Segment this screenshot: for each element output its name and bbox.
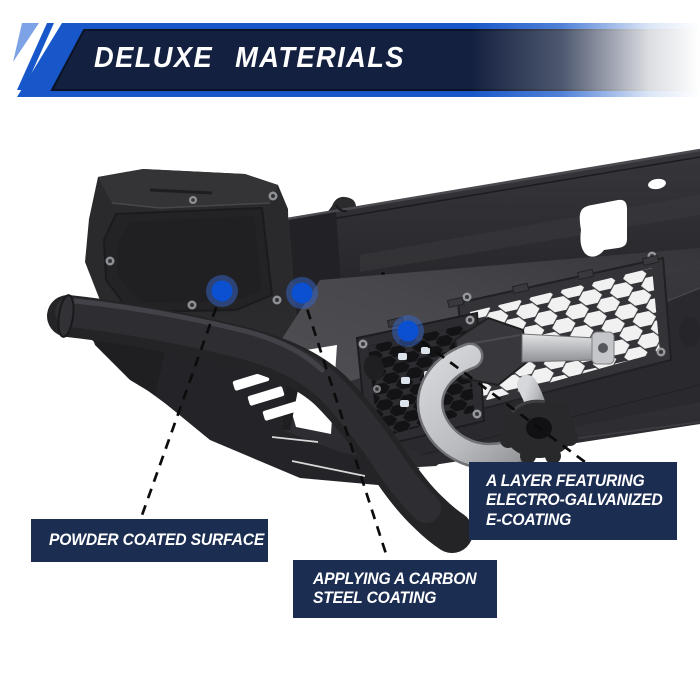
plate-edge-highlight-2 [291,460,366,477]
leader-line-egalv [407,329,586,464]
plate-edge-highlight-1 [271,436,319,443]
page-title: DELUXE MATERIALS [94,42,405,74]
callout-powder-line: POWDER COATED SURFACE [49,530,265,549]
box-top-notch [149,188,213,195]
leader-lines [139,290,586,558]
shackle-pin [521,333,597,363]
banner-stripe-light [13,23,39,62]
callout-egalvanized-ecoating: A LAYER FEATURING ELECTRO-GALVANIZED E-C… [469,462,677,540]
marker-dots [206,275,424,347]
tube-body-highlight [55,297,441,523]
leader-line-powder [139,290,224,519]
marker-dot-2 [291,282,313,304]
banner-stripe-dark [17,23,54,90]
tube-end-cap [57,294,75,338]
box-top-face [98,169,278,208]
recess-oval-shadow-right [679,317,700,347]
callout-carbon-steel: APPLYING A CARBON STEEL COATING [293,560,497,618]
mounting-tab-notch [335,204,348,213]
wall-rect-cutout [579,199,627,257]
corner-box [85,169,290,318]
marker-dot-3 [397,320,419,342]
header-banner [13,18,700,102]
callout-egalv-line-3: E-COATING [486,510,572,529]
marker-dot-1 [211,280,233,302]
tube-spec-highlight [72,298,325,373]
callout-powder-coated: POWDER COATED SURFACE [31,519,268,562]
d-ring-shackle [416,316,615,470]
pin-head-socket [598,343,608,353]
banner-right-fade [470,18,700,102]
recess-oval-shadow-left [363,355,385,381]
leader-line-carbon [300,292,389,558]
top-edge-highlight [286,148,700,221]
recess-clip-tabs [386,254,660,329]
callout-egalv-line-1: A LAYER FEATURING [486,471,645,490]
step-slots [232,371,300,421]
callout-egalv-line-2: ELECTRO-GALVANIZED [486,491,663,510]
box-screws [105,191,282,310]
callout-carbon-line-2: STEEL COATING [313,589,437,607]
shackle-bow [419,345,547,468]
box-inner-panel [117,216,262,303]
step-tube [47,294,473,553]
step-plate-face [155,345,420,487]
wall-oval-hole-1 [648,178,666,190]
callout-carbon-line-1: APPLYING A CARBON [313,569,477,588]
top-edge-shadow [289,156,700,227]
box-top-bevel [111,202,271,209]
